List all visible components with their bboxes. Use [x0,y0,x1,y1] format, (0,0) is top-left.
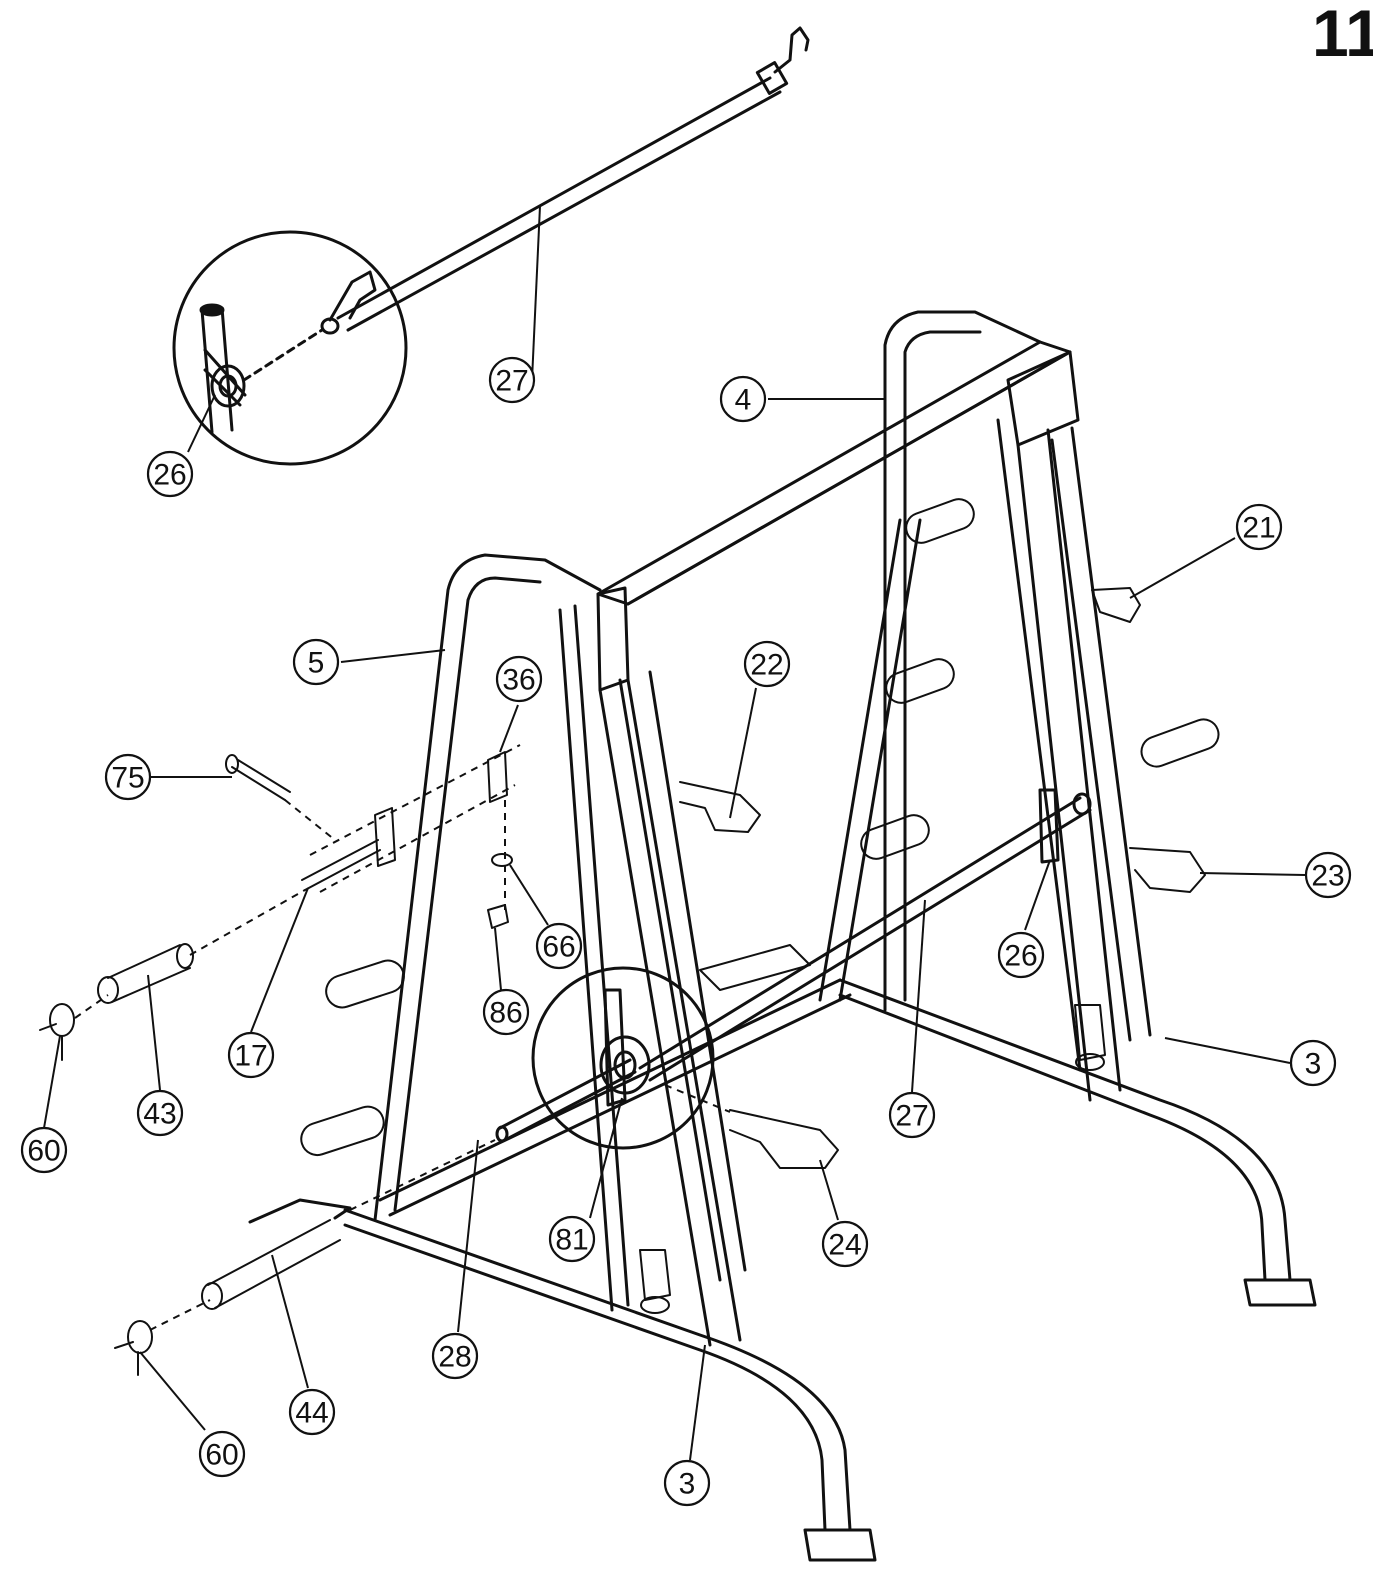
callout-43: 43 [136,1089,184,1137]
bar-27-top [336,26,810,332]
callout-36: 36 [495,655,543,703]
pulley-stacks [639,944,1106,1314]
callout-label: 86 [489,997,522,1030]
hardware-left [39,751,513,1376]
callout-leaders [43,205,1306,1461]
callout-label: 43 [143,1098,176,1131]
callout-label: 28 [438,1341,471,1374]
page-number: 11 [1312,0,1373,70]
callout-label: 5 [308,647,325,680]
callout-44: 44 [288,1388,336,1436]
callout-66: 66 [535,922,583,970]
callout-86: 86 [482,988,530,1036]
callout-4: 4 [719,375,767,423]
callout-label: 75 [111,762,144,795]
j-hooks [679,587,1206,1169]
callout-75: 75 [104,753,152,801]
callout-label: 24 [828,1229,861,1262]
callout-label: 3 [679,1468,696,1501]
callout-label: 60 [205,1439,238,1472]
rack-frame [248,310,1317,1562]
smith-bar-27 [495,788,1092,1143]
callout-3-right: 3 [1289,1039,1337,1087]
assembly-lines [74,744,731,1331]
callout-60-lower: 60 [198,1430,246,1478]
callout-81: 81 [548,1215,596,1263]
callout-label: 27 [895,1100,928,1133]
callout-label: 23 [1311,860,1344,893]
callout-label: 27 [495,365,528,398]
callout-21: 21 [1235,503,1283,551]
callout-28: 28 [431,1332,479,1380]
callout-label: 60 [27,1135,60,1168]
callout-label: 3 [1305,1048,1322,1081]
callout-label: 36 [502,664,535,697]
callout-27-mid: 27 [888,1091,936,1139]
callout-22: 22 [743,640,791,688]
callout-27-top: 27 [488,356,536,404]
callout-label: 17 [234,1040,267,1073]
callout-24: 24 [821,1220,869,1268]
detail-inset [172,230,408,466]
callout-3-bottom: 3 [663,1459,711,1507]
callout-label: 22 [750,649,783,682]
callout-23: 23 [1304,851,1352,899]
callout-5: 5 [292,638,340,686]
callout-26-right: 26 [997,931,1045,979]
callout-label: 4 [735,384,752,417]
callout-label: 26 [1004,940,1037,973]
callout-label: 44 [295,1397,328,1430]
callout-60-upper: 60 [20,1126,68,1174]
callout-26-top: 26 [146,450,194,498]
callout-label: 26 [153,459,186,492]
callout-17: 17 [227,1031,275,1079]
inset-collar [199,303,247,434]
weight-horns [300,498,1220,1157]
callout-label: 81 [555,1224,588,1257]
callout-label: 21 [1242,512,1275,545]
callout-label: 66 [542,931,575,964]
collar-81 [531,966,715,1150]
